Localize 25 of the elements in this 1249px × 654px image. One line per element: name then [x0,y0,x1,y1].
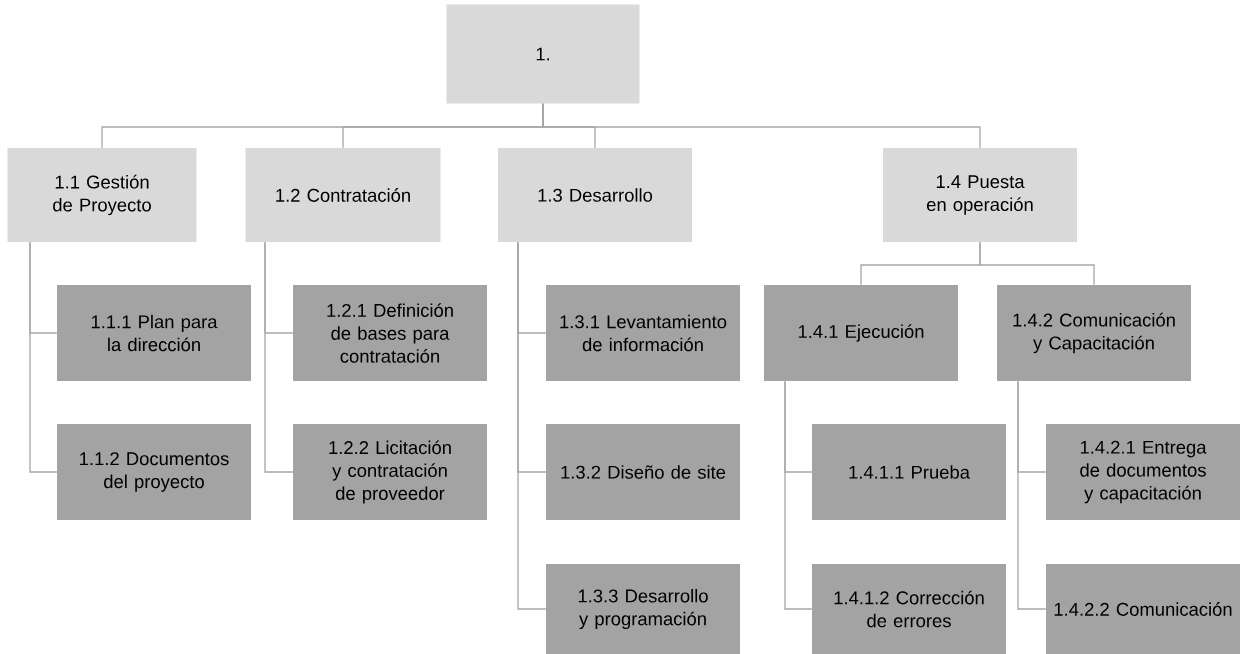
task-box: 1.1.1 Plan para la dirección [57,285,251,381]
task-box: 1.3.2 Diseño de site [546,424,740,520]
task-box: 1.2.1 Definición de bases para contratación [293,285,487,381]
wbs-box: 1. [446,4,640,104]
task-box: 1.4.1 Ejecución [764,285,958,381]
connector-line [264,241,294,473]
connector-line [1017,380,1047,610]
task-box: 1.3.1 Levantamiento de información [546,285,740,381]
connector-line [29,241,58,473]
connector-line [542,103,981,149]
task-box: 1.4.1.1 Prueba [812,424,1006,520]
task-box: 1.4.2.2 Comunicación [1046,564,1240,654]
wbs-box: 1.4 Puesta en operación [883,148,1077,242]
connector-line [517,241,547,610]
task-box: 1.4.1.2 Corrección de errores [812,564,1006,654]
task-box: 1.4.2 Comunicación y Capacitación [997,285,1191,381]
wbs-box: 1.1 Gestión de Proyecto [7,148,197,242]
connector-line [979,241,1095,286]
task-box: 1.3.3 Desarrollo y programación [546,564,740,654]
wbs-box: 1.2 Contratación [245,148,441,242]
task-box: 1.2.2 Licitación y contratación de proveedor [293,424,487,520]
connector-line [784,380,813,610]
task-box: 1.1.2 Documentos del proyecto [57,424,251,520]
wbs-box: 1.3 Desarrollo [498,148,692,242]
task-box: 1.4.2.1 Entrega de documentos y capacitación [1046,424,1240,520]
